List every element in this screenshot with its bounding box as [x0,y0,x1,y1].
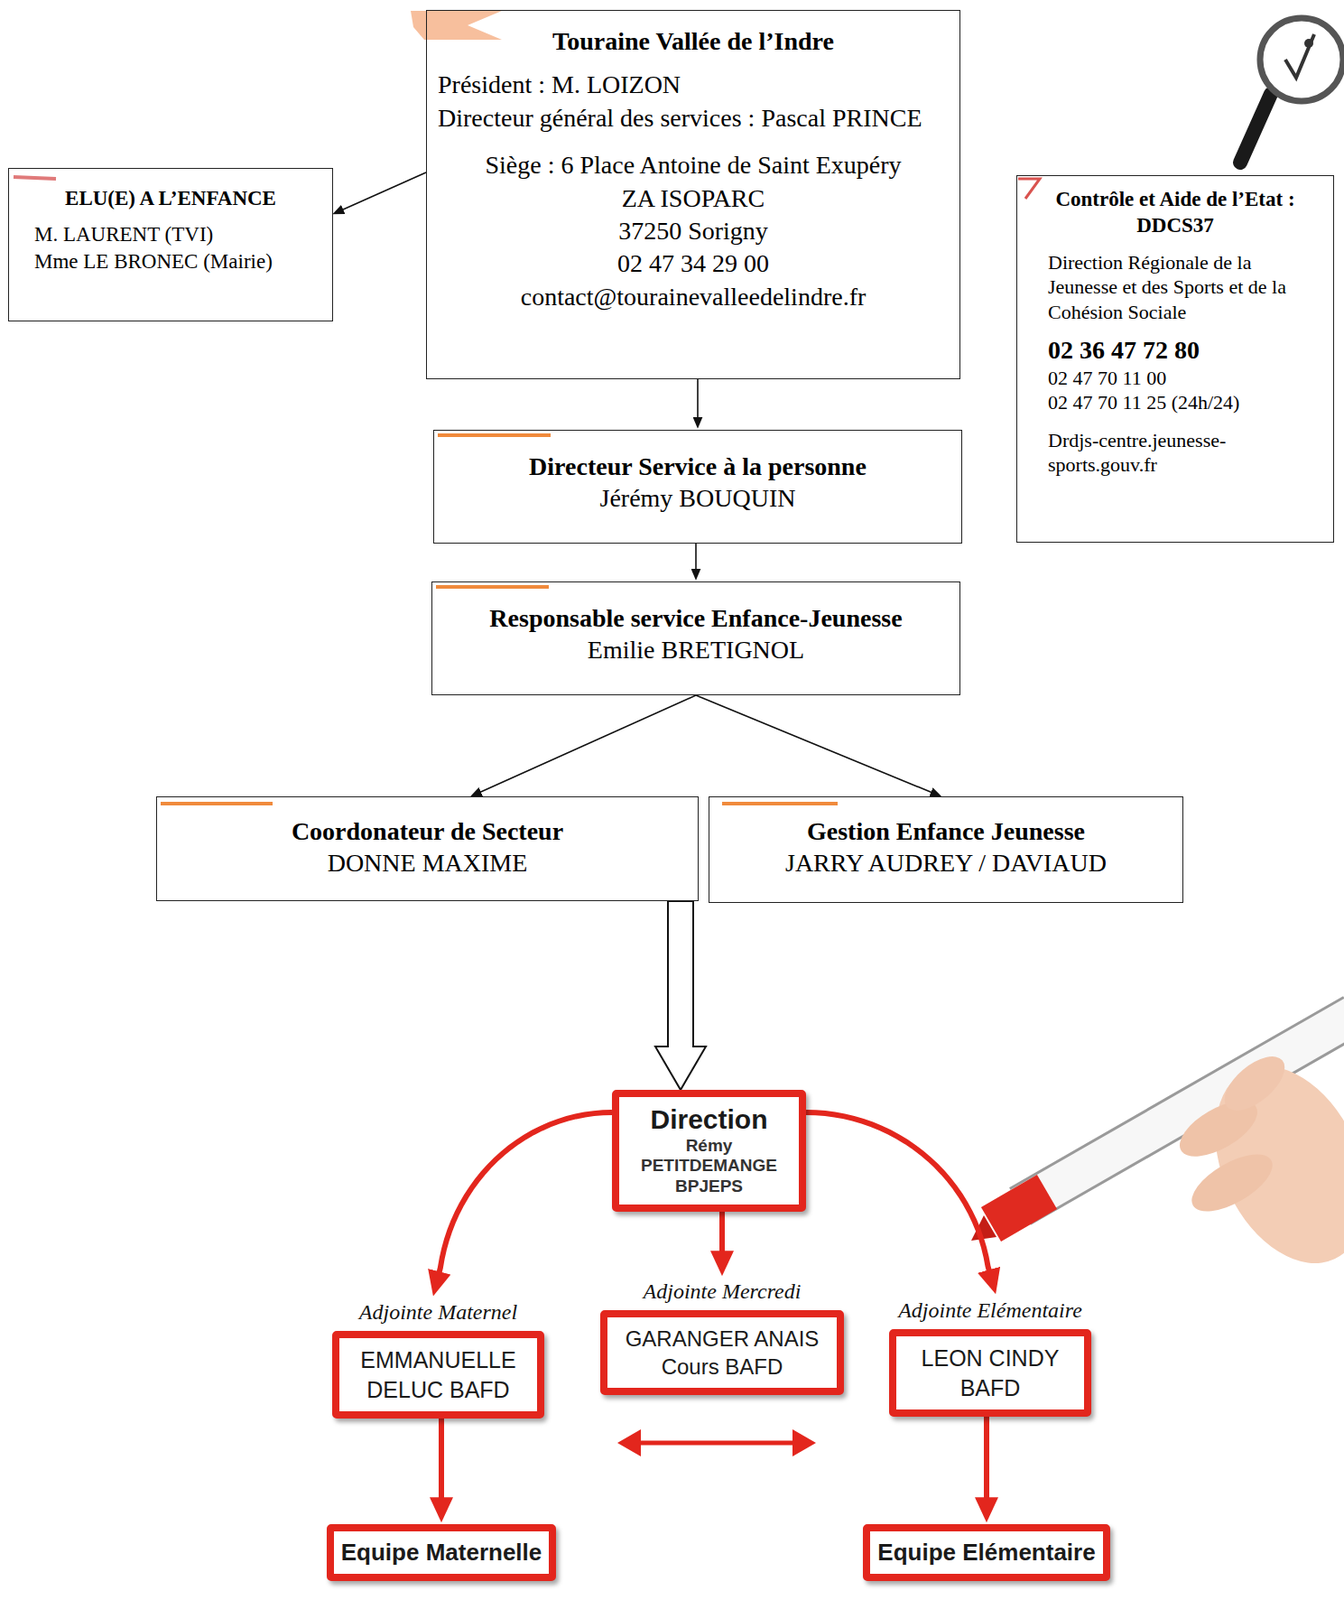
node-text: Siège : 6 Place Antoine de Saint Exupéry [437,148,949,182]
node-text: GARANGER ANAIS Cours BAFD [614,1324,830,1381]
magnifier-lens [1260,18,1344,102]
orange-mark [437,433,551,437]
role-box: Gestion Enfance JeunesseJARRY AUDREY / D… [708,796,1184,903]
connector-arrow [342,172,427,211]
check-symbol [1285,34,1315,78]
orange-mark [435,584,549,589]
node-text: Rémy [626,1135,792,1157]
connector-arrow [438,1418,445,1500]
node-title: Equipe Maternelle [341,1538,543,1567]
deputy-box: Adjointe MaternelEMMANUELLE DELUC BAFD [332,1297,545,1419]
connector-arrow [438,1112,612,1274]
deputy-frame: EMMANUELLE DELUC BAFD [332,1330,545,1419]
pink-mark [13,176,56,179]
state-box: Contrôle et Aide de l’Etat : DDCS37Direc… [1016,175,1335,543]
team-box: Equipe Maternelle [326,1523,557,1581]
connector-arrow [696,379,699,418]
connector-arrow [719,1211,725,1253]
orange-mark [410,10,502,40]
deputy-box: Adjointe ElémentaireLEON CINDY BAFD [889,1296,1092,1417]
role-box: Responsable service Enfance-JeunesseEmil… [431,581,961,696]
double-arrow-head [792,1428,816,1456]
node-text: JARRY AUDREY / DAVIAUD [720,846,1172,879]
connector-arrow [480,695,696,792]
node-text: contact@tourainevalleedelindre.fr [437,280,949,314]
node-title: Directeur Service à la personne [444,450,951,482]
node-text: Directeur général des services : Pascal … [437,101,949,135]
block-arrow [655,900,706,1090]
role-box: Coordonateur de SecteurDONNE MAXIME [156,796,699,901]
double-arrow [637,1440,797,1446]
node-text: EMMANUELLE DELUC BAFD [346,1344,530,1404]
connector-arrow [806,1112,990,1272]
deputy-box: Adjointe MercrediGARANGER ANAIS Cours BA… [600,1277,844,1395]
team-box: Equipe Elémentaire [862,1523,1110,1581]
direction-box: DirectionRémyPETITDEMANGEBPJEPS [611,1089,807,1212]
orange-mark [722,801,838,806]
organisation-box: Touraine Vallée de l’IndrePrésident : M.… [426,9,961,380]
figure-head [1304,38,1314,48]
node-text: DONNE MAXIME [167,846,687,879]
node-title: Responsable service Enfance-Jeunesse [443,602,949,634]
node-text: M. LAURENT (TVI) [34,221,307,249]
node-text: ZA ISOPARC [437,182,949,215]
node-title: Contrôle et Aide de l’Etat : DDCS37 [1029,186,1321,240]
double-arrow-head [617,1428,641,1456]
node-text: 02 47 70 11 00 [1047,365,1321,391]
elected-box: ELU(E) A L’ENFANCE M. LAURENT (TVI)Mme LE… [8,167,334,322]
node-text: Jérémy BOUQUIN [444,481,951,514]
node-text: Président : M. LOIZON [437,68,949,102]
deputy-frame: LEON CINDY BAFD [889,1328,1092,1417]
node-text: Emilie BRETIGNOL [443,633,949,666]
node-text: Mme LE BRONEC (Mairie) [34,248,307,276]
node-text: BPJEPS [626,1176,792,1197]
thumb [1215,1046,1295,1121]
node-text: Direction Régionale de la Jeunesse et de… [1047,250,1321,325]
connector-arrow [983,1416,990,1500]
finger [1183,1142,1282,1223]
node-title: Coordonateur de Secteur [167,815,687,847]
orange-mark [160,801,273,806]
node-text: 02 36 47 72 80 [1047,334,1321,366]
node-text: LEON CINDY BAFD [903,1343,1077,1402]
node-title: Direction [626,1103,792,1136]
deputy-title: Adjointe Mercredi [600,1277,844,1305]
node-title: Touraine Vallée de l’Indre [437,25,949,58]
deputy-title: Adjointe Maternel [332,1297,545,1326]
deputy-frame: GARANGER ANAIS Cours BAFD [600,1309,844,1395]
node-title: Equipe Elémentaire [877,1538,1095,1567]
node-text: 02 47 34 29 00 [437,247,949,280]
connector-arrow [695,543,697,570]
role-box: Directeur Service à la personneJérémy BO… [433,429,963,544]
node-text: PETITDEMANGE [626,1155,792,1177]
node-text: Drdjs-centre.jeunesse-sports.gouv.fr [1047,427,1321,478]
node-title: ELU(E) A L’ENFANCE [34,185,307,213]
red-mark [1018,178,1040,199]
magnifier-handle [1240,93,1271,163]
node-title: Gestion Enfance Jeunesse [720,815,1172,847]
deputy-title: Adjointe Elémentaire [889,1296,1092,1324]
node-text: 02 47 70 11 25 (24h/24) [1047,389,1321,416]
node-text: 37250 Sorigny [437,214,949,248]
marker-cap [991,1191,1048,1224]
connector-arrow [695,695,933,793]
